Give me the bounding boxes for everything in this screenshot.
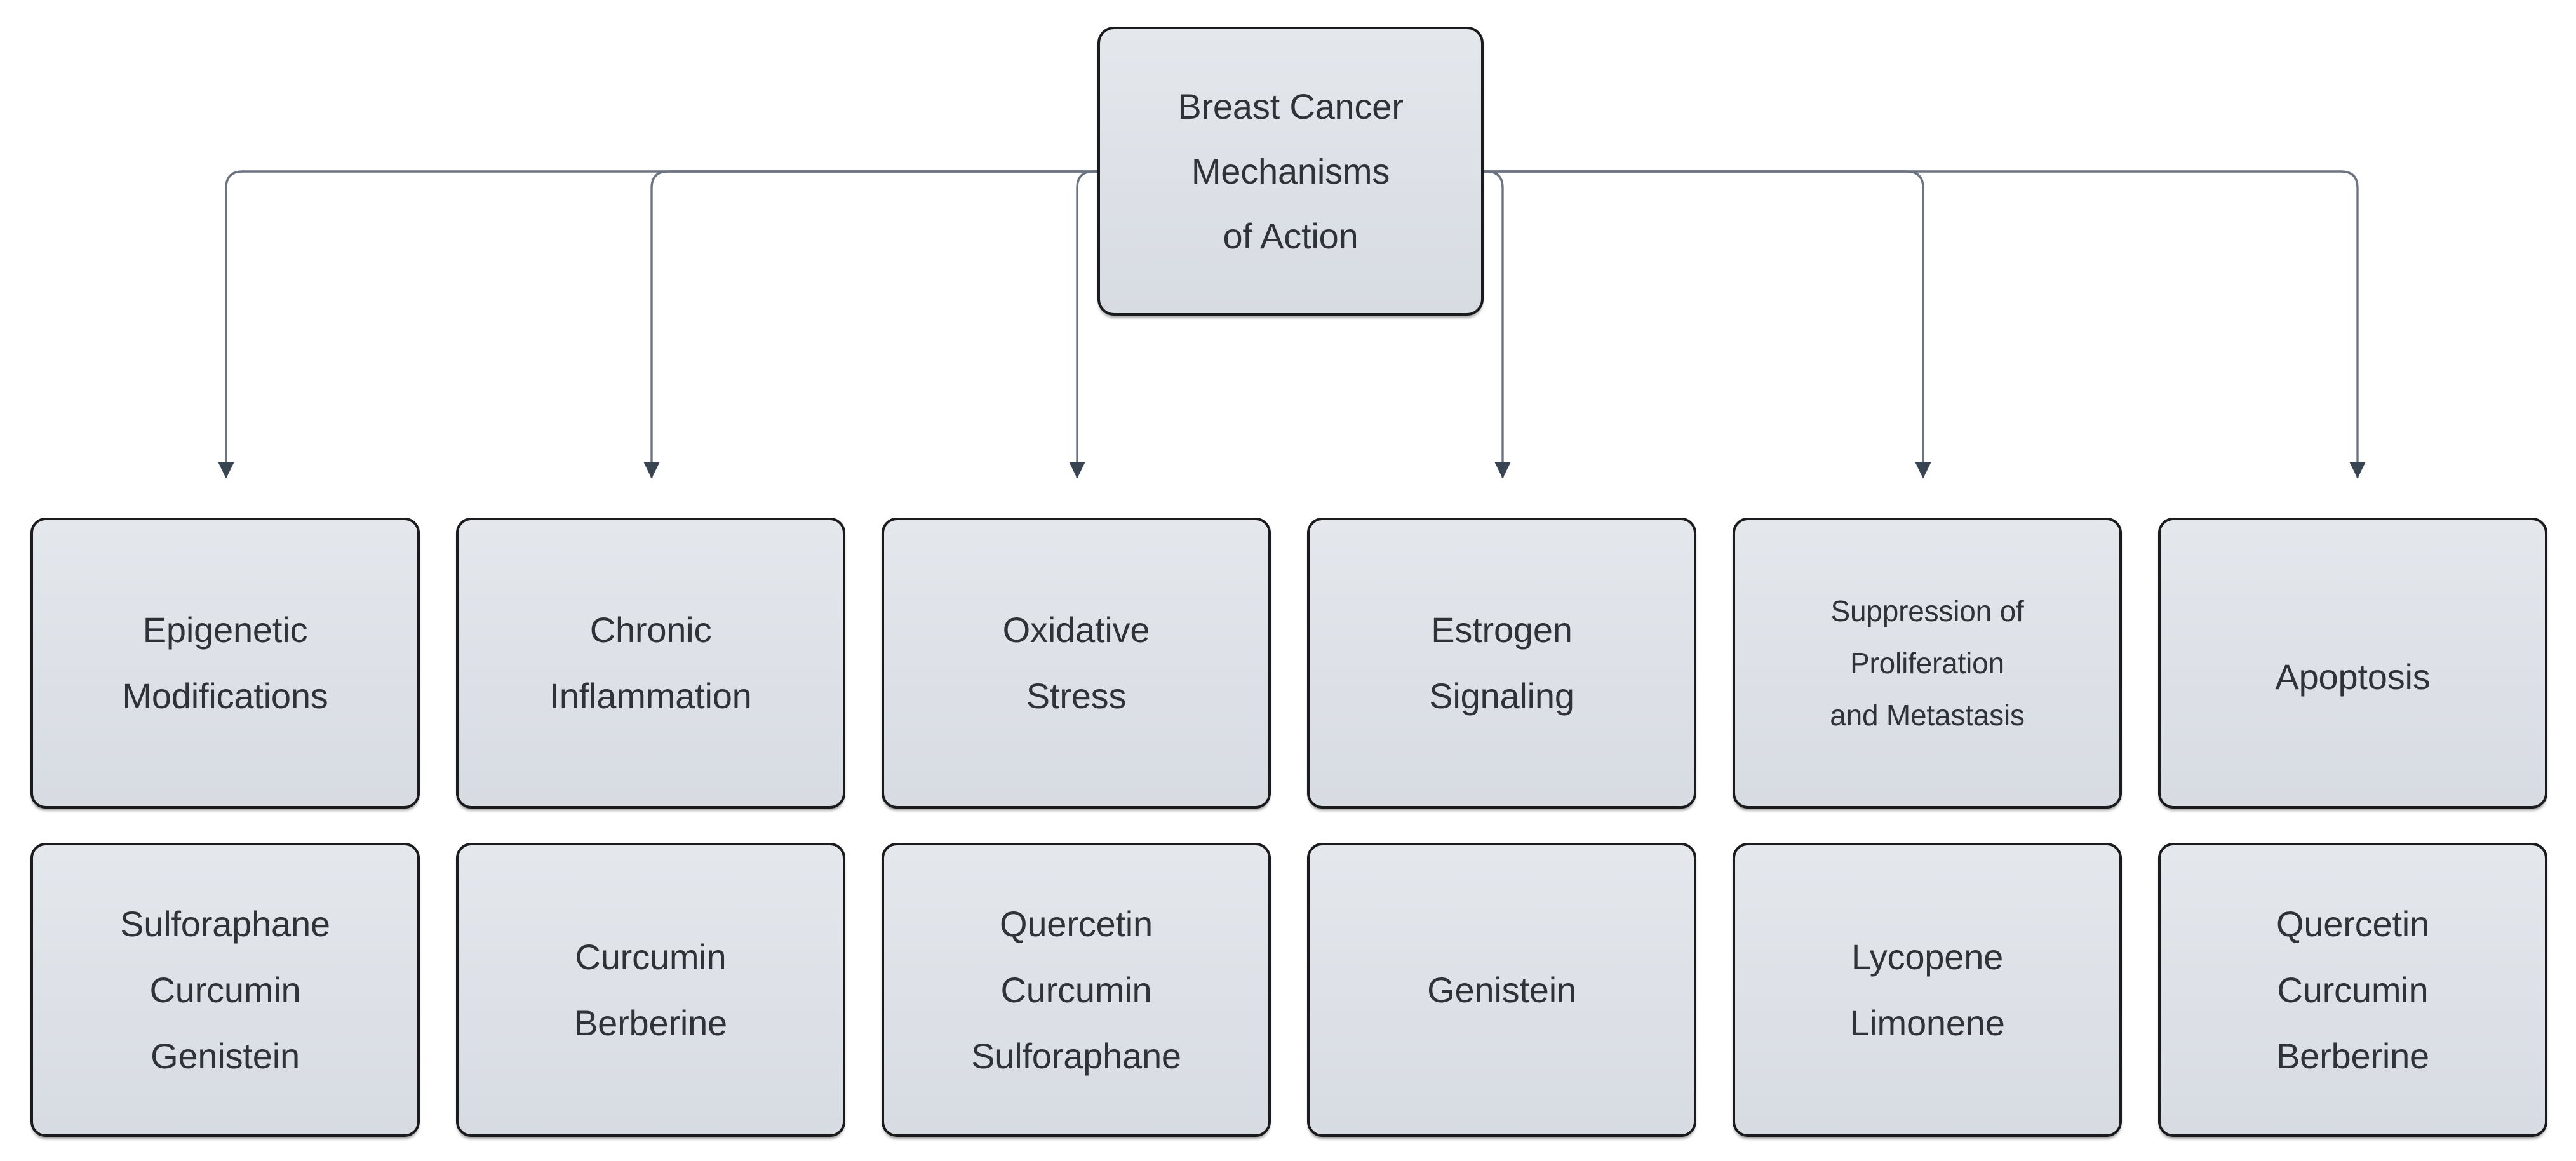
node-epigenetic-modifications[interactable]: Epigenetic Modifications xyxy=(30,518,420,809)
node-label-line: Sulforaphane xyxy=(971,1035,1181,1076)
node-label-line: Signaling xyxy=(1429,676,1574,716)
edge-root-to-oxidative-stress xyxy=(1069,170,1097,479)
node-label: Epigenetic Modifications xyxy=(33,597,417,729)
node-label: Breast Cancer Mechanisms of Action xyxy=(1100,74,1481,269)
node-label: Quercetin Curcumin Sulforaphane xyxy=(884,891,1268,1089)
node-label-line: Estrogen xyxy=(1431,610,1573,650)
node-label-line: Genistein xyxy=(1427,969,1576,1010)
node-label-line: Modifications xyxy=(122,676,328,716)
node-label: Apoptosis xyxy=(2161,644,2545,710)
node-label-line: Stress xyxy=(1026,676,1127,716)
node-label-line: of Action xyxy=(1223,215,1358,256)
node-label-line: Inflammation xyxy=(549,676,752,716)
node-compounds-epigenetic-modifications[interactable]: Sulforaphane Curcumin Genistein xyxy=(30,843,420,1137)
node-suppression-of-proliferation-and-metastasis[interactable]: Suppression of Proliferation and Metasta… xyxy=(1733,518,2122,809)
node-label-line: and Metastasis xyxy=(1830,699,2025,732)
edge-root-to-estrogen-signaling xyxy=(1484,170,1511,479)
edge-root-to-suppression-of-proliferation-and-metastasis xyxy=(1484,170,1931,479)
node-compounds-chronic-inflammation[interactable]: Curcumin Berberine xyxy=(456,843,845,1137)
node-label-line: Quercetin xyxy=(1000,903,1153,944)
node-label-line: Quercetin xyxy=(2276,903,2429,944)
node-label-line: Chronic xyxy=(589,610,712,650)
node-compounds-apoptosis[interactable]: Quercetin Curcumin Berberine xyxy=(2158,843,2547,1137)
node-apoptosis[interactable]: Apoptosis xyxy=(2158,518,2547,809)
node-breast-cancer-mechanisms-of-action[interactable]: Breast Cancer Mechanisms of Action xyxy=(1097,27,1484,316)
node-label-line: Oxidative xyxy=(1002,610,1150,650)
node-label-line: Genistein xyxy=(151,1035,300,1076)
node-label-line: Apoptosis xyxy=(2275,657,2431,697)
node-label-line: Proliferation xyxy=(1850,647,2004,680)
node-label: Sulforaphane Curcumin Genistein xyxy=(33,891,417,1089)
edge-root-to-chronic-inflammation xyxy=(643,170,1097,479)
node-label-line: Mechanisms xyxy=(1191,151,1390,191)
node-label-line: Sulforaphane xyxy=(120,903,330,944)
edge-root-to-apoptosis xyxy=(1484,170,2366,479)
node-label-line: Curcumin xyxy=(149,969,301,1010)
node-label-line: Curcumin xyxy=(575,936,727,977)
node-label-line: Limonene xyxy=(1849,1002,2005,1043)
node-label-line: Berberine xyxy=(574,1002,727,1043)
node-label: Quercetin Curcumin Berberine xyxy=(2161,891,2545,1089)
node-label: Chronic Inflammation xyxy=(459,597,843,729)
node-label-line: Suppression of xyxy=(1830,594,2024,627)
node-oxidative-stress[interactable]: Oxidative Stress xyxy=(882,518,1271,809)
node-compounds-oxidative-stress[interactable]: Quercetin Curcumin Sulforaphane xyxy=(882,843,1271,1137)
node-label-line: Breast Cancer xyxy=(1177,86,1404,126)
node-label: Lycopene Limonene xyxy=(1735,924,2119,1056)
node-label: Genistein xyxy=(1310,957,1694,1023)
node-label-line: Lycopene xyxy=(1851,936,2004,977)
edge-root-to-epigenetic-modifications xyxy=(218,170,1097,479)
node-label: Oxidative Stress xyxy=(884,597,1268,729)
node-label-line: Berberine xyxy=(2276,1035,2429,1076)
node-estrogen-signaling[interactable]: Estrogen Signaling xyxy=(1307,518,1696,809)
node-chronic-inflammation[interactable]: Chronic Inflammation xyxy=(456,518,845,809)
node-label-line: Curcumin xyxy=(1000,969,1152,1010)
node-compounds-estrogen-signaling[interactable]: Genistein xyxy=(1307,843,1696,1137)
node-label: Curcumin Berberine xyxy=(459,924,843,1056)
node-compounds-suppression[interactable]: Lycopene Limonene xyxy=(1733,843,2122,1137)
node-label-line: Curcumin xyxy=(2277,969,2429,1010)
node-label-line: Epigenetic xyxy=(142,610,308,650)
node-label: Suppression of Proliferation and Metasta… xyxy=(1735,585,2119,741)
node-label: Estrogen Signaling xyxy=(1310,597,1694,729)
